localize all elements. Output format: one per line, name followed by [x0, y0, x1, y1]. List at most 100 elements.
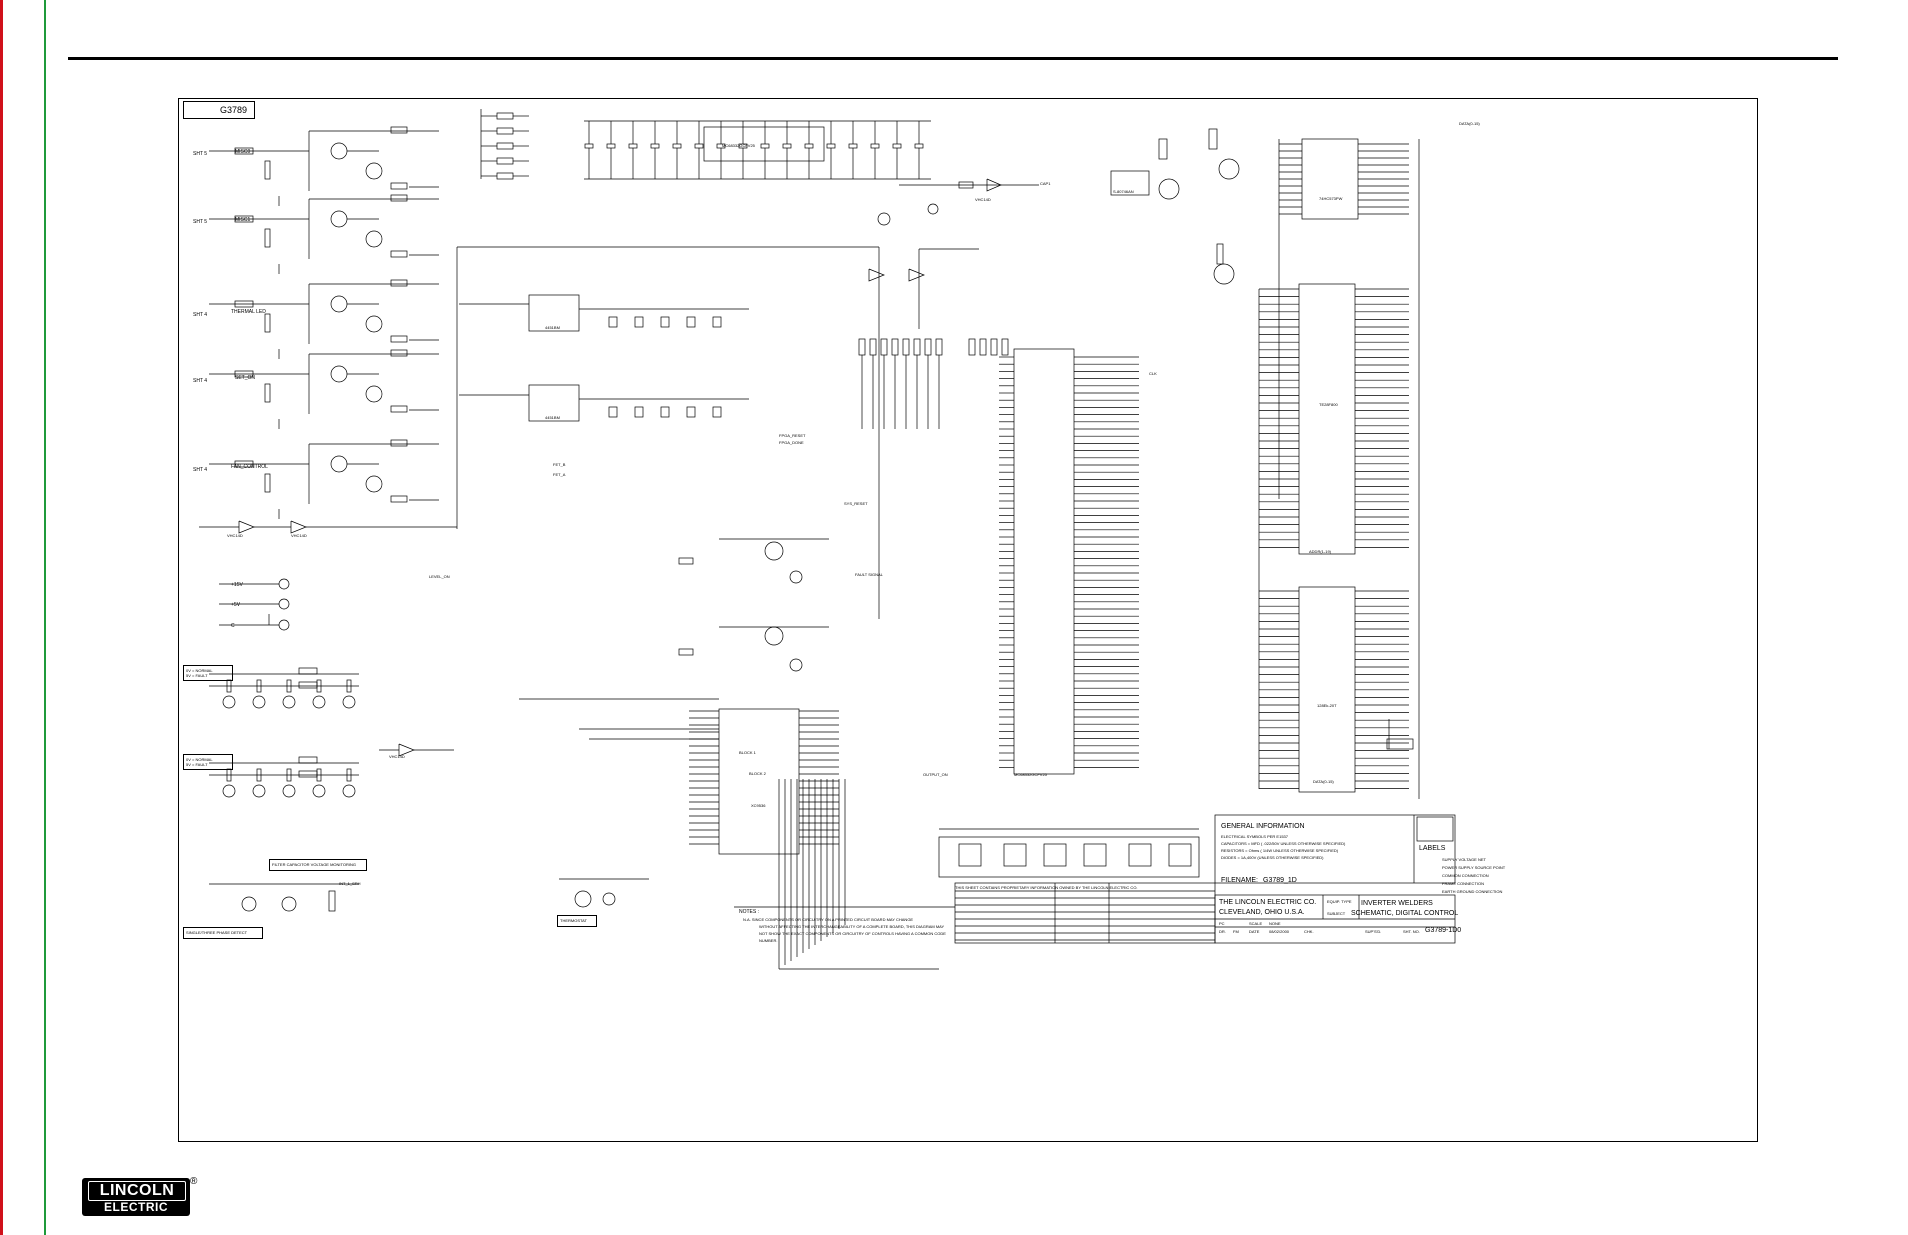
- lincoln-electric-logo: LINCOLN ELECTRIC ®: [82, 1176, 198, 1220]
- resistor: [869, 338, 877, 356]
- resistor: [958, 181, 974, 189]
- resistor: [390, 182, 408, 190]
- signal-misc0: MISC0: [235, 149, 251, 155]
- led: [342, 784, 356, 798]
- capacitor: [634, 406, 644, 418]
- capacitor: [672, 143, 682, 149]
- dr-label: DR.: [1219, 929, 1226, 934]
- capacitor: [892, 143, 902, 149]
- supply-node: [278, 578, 290, 590]
- note-line-2: WITHOUT AFFECTING THE INTERCHANGEABILITY…: [759, 924, 945, 929]
- chip-x25-part: TE28F800: [1319, 402, 1338, 407]
- sheet-id-text: G3789: [220, 105, 248, 115]
- resistor: [1216, 243, 1224, 265]
- chk-label: CHK.: [1304, 929, 1314, 934]
- opto-coupler-1: [528, 294, 580, 332]
- proprietary-text: THIS SHEET CONTAINS PROPRIETARY INFORMAT…: [955, 885, 1138, 890]
- resistor: [496, 112, 514, 120]
- transistor: [574, 890, 592, 908]
- resistor: [264, 313, 271, 333]
- opto-coupler-2: [528, 384, 580, 422]
- led: [365, 230, 383, 248]
- thermostat-label: THERMOSTAT: [560, 918, 587, 923]
- resistor: [234, 215, 254, 223]
- diode: [789, 570, 803, 584]
- transistor: [330, 142, 348, 160]
- sht-label-2: SHT 5: [193, 219, 208, 225]
- resistor: [1158, 138, 1168, 160]
- transistor: [330, 365, 348, 383]
- capacitor: [286, 679, 292, 693]
- resistor: [390, 495, 408, 503]
- phase-detect-label: SINGLE/THREE PHASE DETECT: [186, 930, 248, 935]
- resistor: [496, 172, 514, 180]
- inverter-gate: [986, 178, 1002, 192]
- chip-x24: [1013, 348, 1075, 775]
- transistor: [1218, 158, 1240, 180]
- diode: [789, 658, 803, 672]
- chip-x17: [718, 708, 800, 855]
- legend-item-5: EARTH GROUND CONNECTION: [1442, 889, 1503, 894]
- status-note-1b: 5V = FAULT: [186, 673, 208, 678]
- signal-fpga-reset: FPGA_RESET: [779, 433, 806, 438]
- capacitor: [712, 316, 722, 328]
- resistor: [264, 160, 271, 180]
- transistor: [330, 295, 348, 313]
- general-info-2: CAPACITORS = MFD ( .022/50V UNLESS OTHER…: [1221, 841, 1346, 846]
- chip-x26-part: MC68332GCFV25: [722, 143, 755, 148]
- capacitor: [712, 406, 722, 418]
- signal-thermal-led: THERMAL LED: [231, 309, 266, 315]
- legend-item-1: SUPPLY VOLTAGE NET: [1442, 857, 1486, 862]
- inverter-gate: [290, 520, 307, 534]
- capacitor: [686, 406, 696, 418]
- diode: [281, 896, 297, 912]
- schematic-sheet: G3789 SHT 5 MISC0 SHT 5 MISC1 SHT 4 THER…: [178, 98, 1758, 1142]
- transistor: [330, 210, 348, 228]
- capacitor: [660, 406, 670, 418]
- left-margin: [3, 0, 44, 1235]
- sht-no-value: G3789-1D0: [1425, 927, 1462, 934]
- filter-cap-label: FILTER CAPACITOR VOLTAGE MONITORING: [272, 862, 357, 867]
- resistor: [390, 335, 408, 343]
- logo-registered-mark: ®: [190, 1176, 198, 1187]
- equip-type-label: EQUIP. TYPE: [1327, 899, 1352, 904]
- resistor: [298, 681, 318, 689]
- capacitor: [848, 143, 858, 149]
- signal-int-srh: INT_1_SRH: [339, 881, 361, 886]
- chip: [1128, 843, 1152, 867]
- capacitor: [584, 143, 594, 149]
- resistor: [968, 338, 976, 356]
- note-line-1: N.A. SINCE COMPONENTS OR CIRCUITRY ON A …: [743, 917, 914, 922]
- signal-fault: FAULT SIGNAL: [855, 572, 883, 577]
- company-city: CLEVELAND, OHIO U.S.A.: [1219, 909, 1305, 916]
- dr-value: FM: [1233, 929, 1239, 934]
- vhc14-label-1: VHC14D: [227, 533, 243, 538]
- general-info-3: RESISTORS = Ohms ( 1/4W UNLESS OTHERWISE…: [1221, 848, 1339, 853]
- legend-item-2: POWER SUPPLY SOURCE POINT: [1442, 865, 1506, 870]
- transistor: [1158, 178, 1180, 200]
- date-label: DATE: [1249, 929, 1260, 934]
- transistor: [241, 896, 257, 912]
- resistor: [298, 770, 318, 778]
- bus-addr: ADDR(1-19): [1309, 549, 1332, 554]
- resistor: [678, 557, 694, 565]
- transistor: [330, 455, 348, 473]
- resistor: [390, 194, 408, 202]
- chip: [1083, 843, 1107, 867]
- capacitor: [686, 316, 696, 328]
- chip-x24-part: MC68332GCFV25: [1014, 772, 1047, 777]
- led: [252, 695, 266, 709]
- resistor: [264, 383, 271, 403]
- header-rule: [68, 57, 1838, 60]
- left-edge-red-stripe: [0, 0, 3, 1235]
- label-box: [1386, 738, 1414, 750]
- sht-label-4: SHT 4: [193, 378, 208, 384]
- resistor: [990, 338, 998, 356]
- resistor: [1208, 128, 1218, 150]
- capacitor: [256, 768, 262, 782]
- resistor: [234, 370, 254, 378]
- resistor: [924, 338, 932, 356]
- chip: [1168, 843, 1192, 867]
- capacitor: [694, 143, 704, 149]
- thermostat-box: THERMOSTAT: [557, 915, 597, 927]
